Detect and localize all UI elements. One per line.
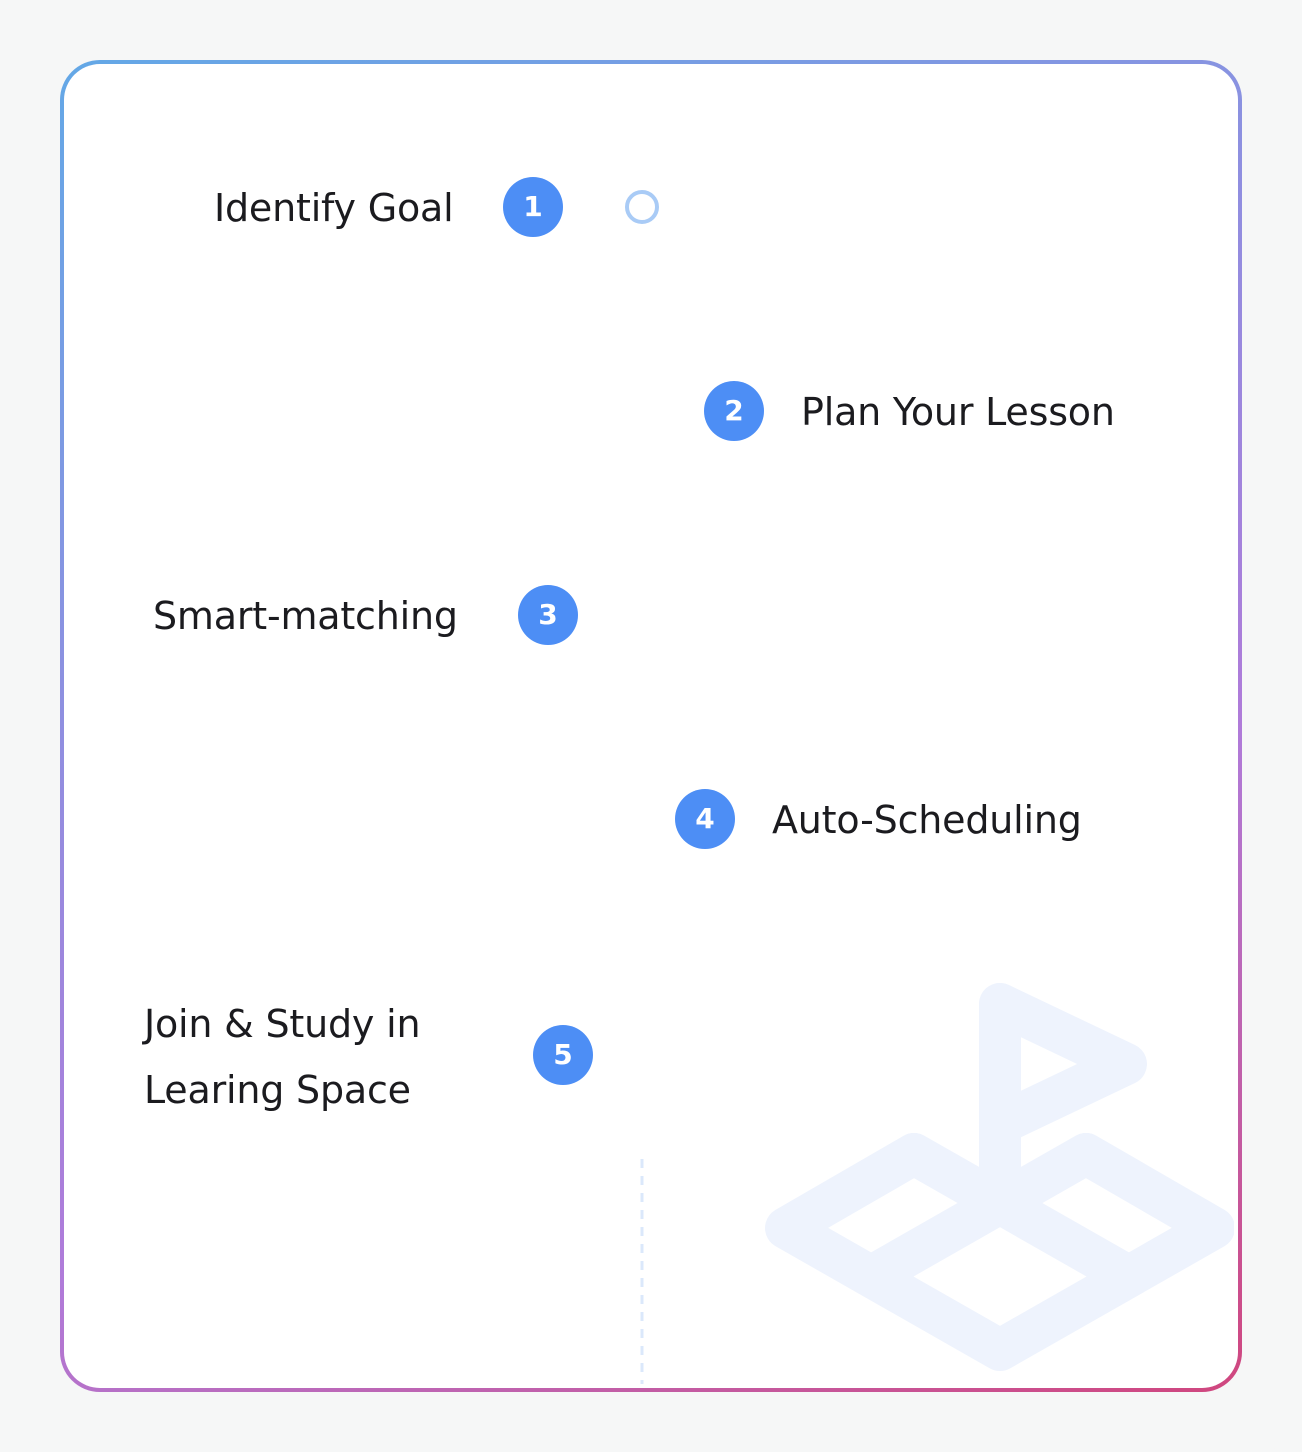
hollow-circle-icon (625, 190, 659, 224)
step-5-badge: 5 (533, 1025, 593, 1085)
step-2-badge: 2 (704, 381, 764, 441)
step-3-badge: 3 (518, 585, 578, 645)
step-1-badge: 1 (503, 177, 563, 237)
step-4-label: Auto-Scheduling (772, 798, 1082, 842)
step-1-label: Identify Goal (214, 186, 454, 230)
steps-card: Identify Goal 1 2 Plan Your Lesson Smart… (64, 64, 1238, 1388)
flag-on-map-icon (765, 983, 1234, 1371)
step-2-label: Plan Your Lesson (801, 390, 1115, 434)
timeline (625, 190, 659, 1384)
step-5-label: Join & Study in Learing Space (144, 1002, 421, 1112)
step-3-label: Smart-matching (153, 594, 458, 638)
step-4-badge: 4 (675, 789, 735, 849)
